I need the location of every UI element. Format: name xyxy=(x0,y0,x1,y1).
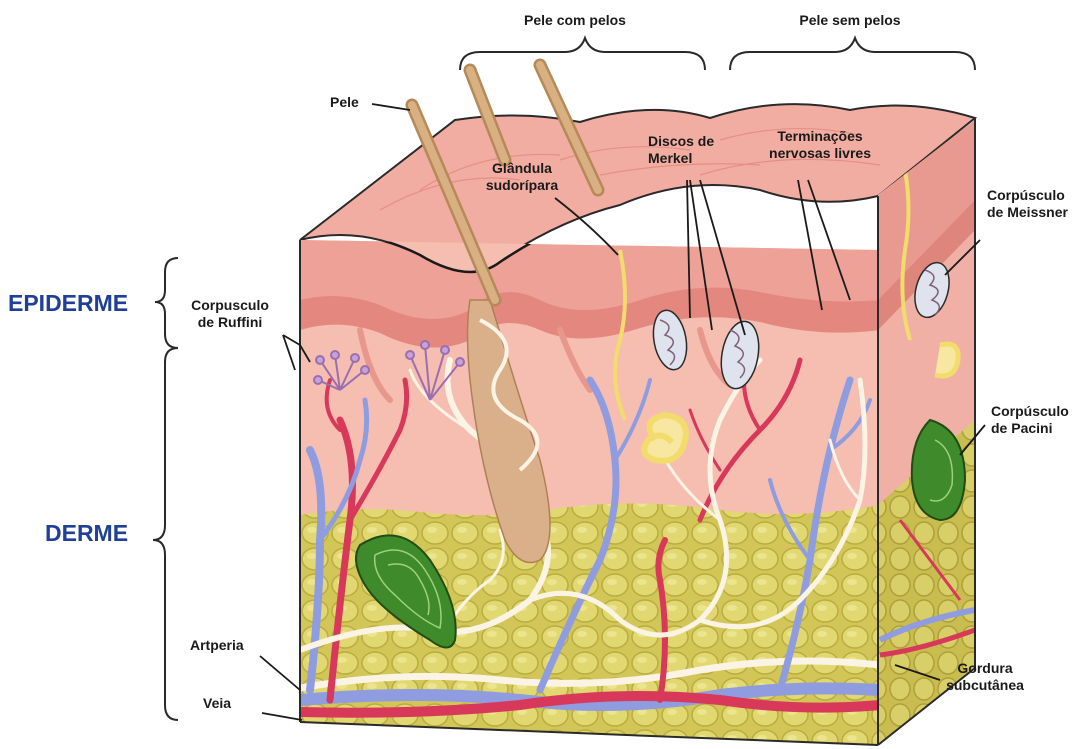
label-ruffini-line2: de Ruffini xyxy=(180,314,280,331)
label-pacini-line2: de Pacini xyxy=(991,420,1069,437)
label-discos-merkel: Discos de Merkel xyxy=(648,133,714,167)
label-merkel-line1: Discos de xyxy=(648,133,714,150)
label-veia: Veia xyxy=(203,695,231,712)
label-glandula-line2: sudorípara xyxy=(474,177,570,194)
label-epiderme: EPIDERME xyxy=(8,290,128,316)
label-gordura-line2: subcutânea xyxy=(930,677,1040,694)
label-terminacoes-line2: nervosas livres xyxy=(745,145,895,162)
label-meissner-line2: de Meissner xyxy=(987,204,1068,221)
skin-side-face xyxy=(870,100,990,749)
label-gordura-subcutanea: Gordura subcutânea xyxy=(930,660,1040,694)
label-merkel-line2: Merkel xyxy=(648,150,714,167)
label-arteria: Artperia xyxy=(190,637,244,654)
label-pele-com-pelos: Pele com pelos xyxy=(500,12,650,29)
label-pacini-line1: Corpúsculo xyxy=(991,403,1069,420)
label-ruffini-line1: Corpusculo xyxy=(180,297,280,314)
skin-front-face xyxy=(300,180,880,749)
label-corpusculo-pacini: Corpúsculo de Pacini xyxy=(991,403,1069,437)
label-derme: DERME xyxy=(45,520,128,546)
label-pele-sem-pelos: Pele sem pelos xyxy=(775,12,925,29)
label-terminacoes-nervosas: Terminações nervosas livres xyxy=(745,128,895,162)
label-terminacoes-line1: Terminações xyxy=(745,128,895,145)
label-corpusculo-meissner: Corpúsculo de Meissner xyxy=(987,187,1068,221)
label-glandula-line1: Glândula xyxy=(474,160,570,177)
label-gordura-line1: Gordura xyxy=(930,660,1040,677)
label-corpusculo-ruffini: Corpusculo de Ruffini xyxy=(180,297,280,331)
label-glandula-sudoripara: Glândula sudorípara xyxy=(474,160,570,194)
label-meissner-line1: Corpúsculo xyxy=(987,187,1068,204)
label-pele: Pele xyxy=(330,94,359,111)
